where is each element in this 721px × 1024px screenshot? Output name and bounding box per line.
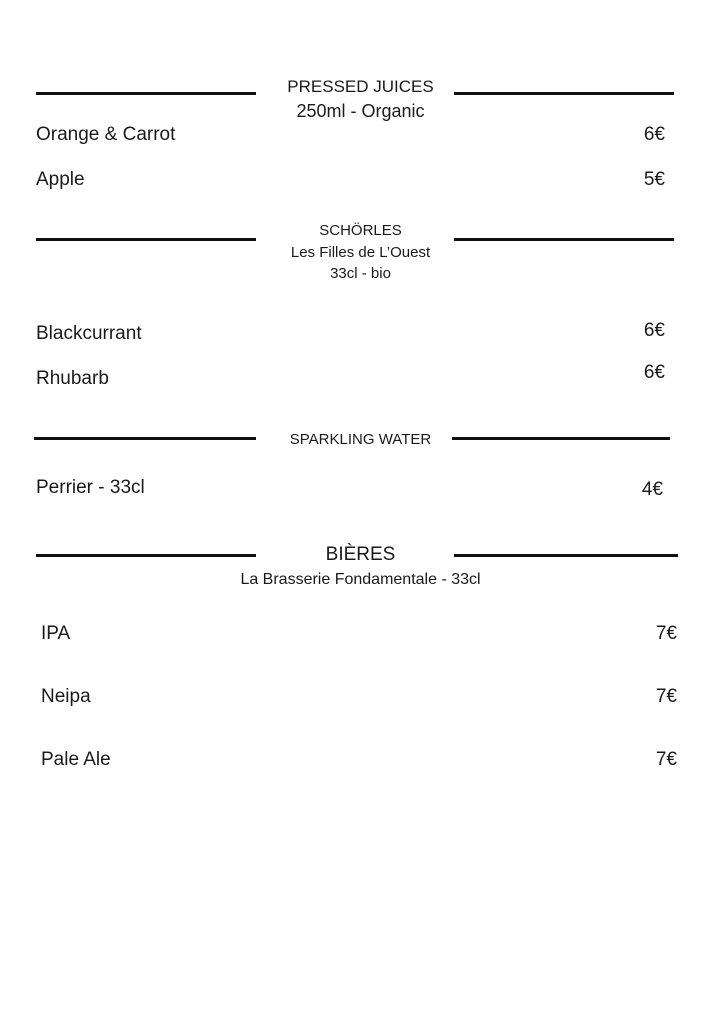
section-divider <box>454 92 674 95</box>
section-subtitle: 33cl - bio <box>330 265 391 282</box>
menu-item-name: Pale Ale <box>41 749 111 770</box>
menu-item-price: 7€ <box>655 749 677 770</box>
menu-item-name: Rhubarb <box>36 368 109 389</box>
menu-item-name: Neipa <box>41 686 91 707</box>
menu-item-price: 6€ <box>643 320 665 341</box>
section-divider <box>454 554 678 557</box>
menu-item-price: 5€ <box>643 169 665 190</box>
menu-item-name: Perrier - 33cl <box>36 477 145 498</box>
menu-item-price: 7€ <box>655 686 677 707</box>
section-subtitle: Les Filles de L’Ouest <box>290 244 431 261</box>
menu-item-name: Orange & Carrot <box>36 124 176 145</box>
section-title: SCHÖRLES <box>319 222 402 239</box>
menu-item-name: Apple <box>36 169 85 190</box>
section-divider <box>36 238 256 241</box>
section-divider <box>452 437 670 440</box>
section-divider <box>36 92 256 95</box>
menu-item-price: 6€ <box>643 124 665 145</box>
section-divider <box>454 238 674 241</box>
section-subtitle: La Brasserie Fondamentale - 33cl <box>240 571 481 588</box>
section-subtitle: 250ml - Organic <box>296 101 425 121</box>
menu-item-price: 7€ <box>655 623 677 644</box>
section-title: PRESSED JUICES <box>287 77 434 96</box>
section-divider <box>34 437 256 440</box>
menu-item-name: Blackcurrant <box>36 323 142 344</box>
menu-item-price: 4€ <box>641 479 663 500</box>
section-title: BIÈRES <box>325 544 396 565</box>
menu-item-name: IPA <box>41 623 71 644</box>
section-title: SPARKLING WATER <box>289 431 432 448</box>
menu-item-price: 6€ <box>643 362 665 383</box>
section-divider <box>36 554 256 557</box>
